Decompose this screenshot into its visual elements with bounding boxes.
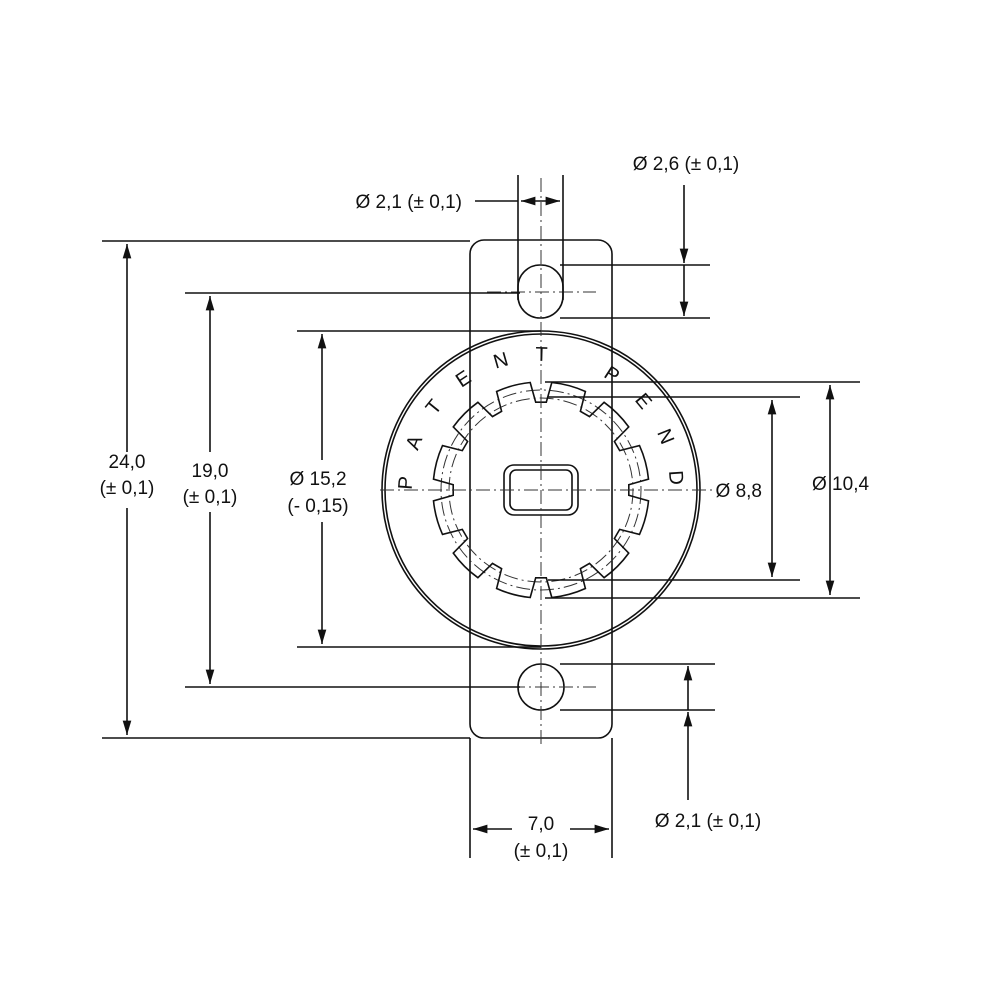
dimension-top-slot-width: Ø 2,1 (± 0,1) <box>355 175 564 300</box>
plate-width-value: 7,0 <box>528 814 554 835</box>
outer-gear-diameter-value: Ø 10,4 <box>812 474 869 495</box>
hole-spacing-tolerance: (± 0,1) <box>183 487 238 508</box>
body-diameter-value: Ø 15,2 <box>289 469 346 490</box>
dimension-outer-gear-diameter: Ø 10,4 <box>545 381 869 599</box>
overall-height-tolerance: (± 0,1) <box>100 478 155 499</box>
plate-width-tolerance: (± 0,1) <box>514 841 569 862</box>
dimension-plate-width: 7,0 (± 0,1) <box>469 738 613 862</box>
body-diameter-tolerance: (- 0,15) <box>287 496 348 517</box>
inner-diameter-value: Ø 8,8 <box>716 481 762 502</box>
top-slot-width-value: Ø 2,1 (± 0,1) <box>355 192 462 213</box>
bottom-hole-value: Ø 2,1 (± 0,1) <box>655 811 762 832</box>
dimension-overall-height: 24,0 (± 0,1) <box>100 240 470 739</box>
hole-spacing-value: 19,0 <box>192 461 229 482</box>
dimension-inner-diameter: Ø 8,8 <box>548 396 800 581</box>
dimension-hole-spacing: 19,0 (± 0,1) <box>183 292 520 688</box>
overall-height-value: 24,0 <box>109 452 146 473</box>
dimension-bottom-hole: Ø 2,1 (± 0,1) <box>560 663 762 832</box>
dimension-body-diameter: Ø 15,2 (- 0,15) <box>287 330 541 648</box>
top-slot-height-value: Ø 2,6 (± 0,1) <box>633 154 740 175</box>
dimension-top-slot-height: Ø 2,6 (± 0,1) <box>560 154 740 319</box>
